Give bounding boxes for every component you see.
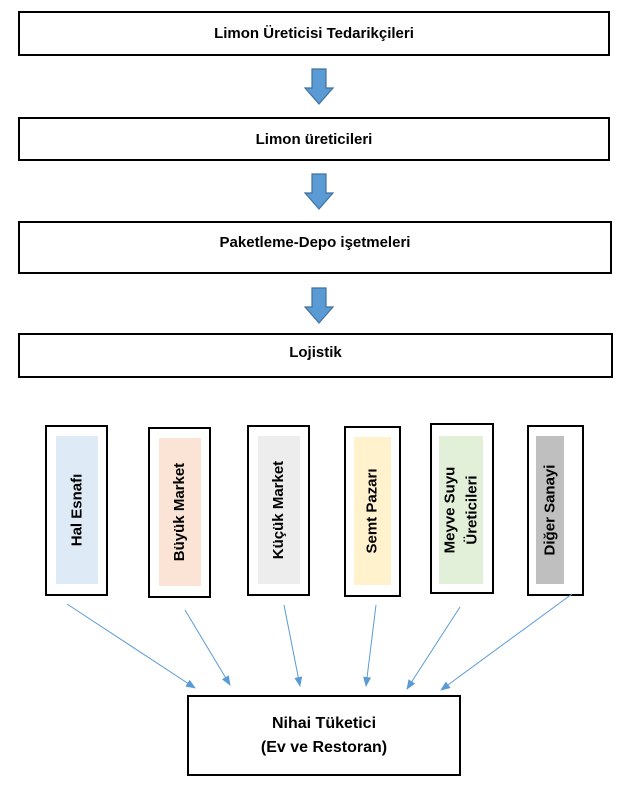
logistics-box: Lojistik [18, 333, 613, 378]
packaging-box: Paketleme-Depo işetmeleri [18, 221, 612, 274]
channel-semt-pazari: Semt Pazarı [344, 426, 401, 597]
packaging-label: Paketleme-Depo işetmeleri [219, 234, 411, 251]
final-consumer-box: Nihai Tüketici (Ev ve Restoran) [187, 695, 461, 776]
logistics-label: Lojistik [289, 344, 342, 361]
channel-diger-sanayi: Diğer Sanayi [527, 425, 584, 596]
suppliers-box: Limon Üreticisi Tedarikçileri [18, 11, 610, 56]
producers-label: Limon üreticileri [255, 130, 373, 148]
connector-arrow [66, 603, 196, 689]
connector-arrow [283, 604, 303, 687]
connector-arrow [363, 604, 377, 687]
connector-arrow [406, 606, 461, 690]
channel-meyve-suyu: Meyve Suyu Üreticileri [430, 423, 494, 594]
channel-hal-esnafi: Hal Esnafı [45, 425, 108, 596]
suppliers-label: Limon Üreticisi Tedarikçileri [214, 25, 414, 42]
connector-arrow [184, 609, 231, 686]
channel-fill: Küçük Market [258, 436, 300, 584]
final-consumer-title: Nihai Tüketici [271, 714, 377, 732]
down-arrow-icon [304, 68, 334, 105]
down-arrow-icon [304, 287, 334, 324]
channel-buyuk-market: Büyük Market [148, 427, 211, 598]
channel-fill: Hal Esnafı [56, 436, 98, 584]
channel-kucuk-market: Küçük Market [247, 425, 310, 596]
channel-fill: Diğer Sanayi [536, 436, 564, 584]
channel-fill: Semt Pazarı [354, 437, 391, 585]
connector-arrow [440, 593, 573, 691]
channel-fill: Büyük Market [159, 438, 201, 586]
down-arrow-icon [304, 173, 334, 210]
final-consumer-subtitle: (Ev ve Restoran) [260, 738, 388, 756]
producers-box: Limon üreticileri [18, 117, 610, 161]
channel-fill: Meyve Suyu Üreticileri [439, 436, 483, 584]
